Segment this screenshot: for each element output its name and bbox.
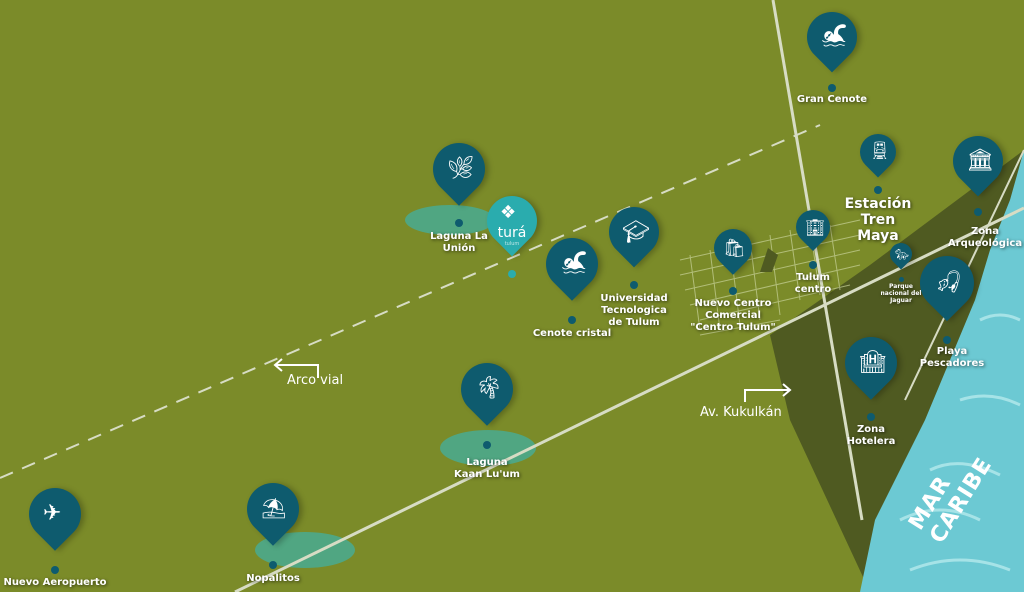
label-gran-cenote: Gran Cenote [796,94,868,105]
label-cenote-cristal: Cenote cristal [532,328,612,339]
arco-vial-road [0,124,821,479]
label-laguna-kaan-luum: Laguna Kaan Lu'um [454,457,520,480]
hotel-icon: 🏨︎ [859,350,887,375]
label-universidad: Universidad Tecnologica de Tulum [600,293,668,328]
swimmer-icon: 🏊︎ [560,251,588,276]
label-zona-arqueologica: Zona Arqueológica [947,226,1023,249]
lagoon-icon: 🌴︎ [475,376,503,401]
label-playa-pescadores: Playa Pescadores [919,346,985,369]
label-tulum-centro: Tulum centro [794,272,832,295]
tura-logo-text: turá [497,225,527,241]
tura-logo-sub: tulum [504,241,520,247]
lagoon-icon: 🌿︎ [447,156,475,181]
fishing-icon: 🎣︎ [935,270,963,295]
label-zona-hotelera: Zona Hotelera [846,424,896,447]
sea-texture [899,313,1021,572]
arco-vial-arrow [273,358,319,378]
label-centro-comercial: Nuevo Centro Comercial "Centro Tulum" [690,298,776,333]
shopping-bag-icon: 🛍︎ [723,238,746,259]
jaguar-icon: 🐆︎ [895,248,909,261]
sea [860,150,1024,592]
main-highway [234,206,1024,592]
airplane-icon: ✈︎ [43,501,62,526]
av-kukulkan-label: Av. Kukulkán [700,405,782,420]
kukulkan-arrow [744,383,792,402]
label-nuevo-aeropuerto: Nuevo Aeropuerto [3,577,107,588]
label-nopalitos: Nopalitos [246,573,300,584]
train-icon: 🚆︎ [869,141,891,161]
bench-icon: ⛱︎ [261,496,287,520]
ruins-icon: 🏛︎ [966,148,994,173]
label-parque-jaguar: Parque nacional del Jaguar [880,283,922,304]
cancun-road [771,0,864,521]
label-tren-maya: Estación Tren Maya [844,196,912,244]
building-icon: 🏢︎ [805,218,826,237]
laguna-la-union-water [405,205,495,235]
graduation-icon: 🎓︎ [622,220,650,245]
nopalitos-water [255,532,355,568]
arco-vial-label: Arco vial [287,373,344,388]
label-laguna-la-union: Laguna La Unión [430,231,488,254]
swimmer-icon: 🏊︎ [820,24,848,49]
park-shape [760,248,778,272]
tura-logo-icon: ❖ [500,202,517,223]
